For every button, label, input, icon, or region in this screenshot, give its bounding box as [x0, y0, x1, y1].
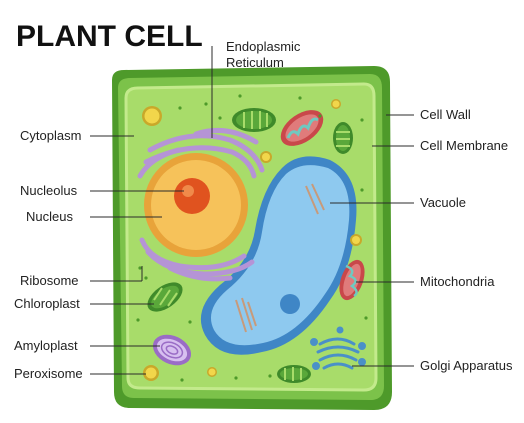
vesicle [142, 99, 362, 377]
label-cytoplasm: Cytoplasm [20, 128, 81, 143]
chloroplast [147, 282, 183, 312]
chloroplast [232, 108, 276, 132]
mitochondrion [339, 259, 365, 301]
mitochondrion [280, 110, 324, 146]
nucleolus-highlight [182, 185, 194, 197]
chloroplast [277, 365, 311, 383]
endoplasmic-reticulum [137, 127, 265, 282]
vacuole-crystals [235, 183, 325, 333]
golgi-apparatus [310, 326, 366, 370]
vacuole-dot [280, 294, 300, 314]
diagram-title: PLANT CELL [16, 20, 203, 53]
label-ribosome: Ribosome [20, 273, 79, 288]
chloroplast [333, 122, 353, 154]
label-peroxisome: Peroxisome [14, 366, 83, 381]
amyloplast [152, 334, 192, 366]
ribosomes [136, 94, 368, 382]
peroxisome [143, 365, 159, 381]
label-nucleus: Nucleus [26, 209, 73, 224]
label-er-line1: Endoplasmic [226, 39, 301, 54]
leader-lines [90, 46, 414, 375]
label-vacuole: Vacuole [420, 195, 466, 210]
label-chloroplast: Chloroplast [14, 296, 80, 311]
label-golgi-apparatus: Golgi Apparatus [420, 358, 513, 373]
label-er-line2: Reticulum [226, 55, 284, 70]
label-cell-membrane: Cell Membrane [420, 138, 508, 153]
label-mitochondria: Mitochondria [420, 274, 495, 289]
vacuole-inner [210, 165, 350, 346]
nucleolus [174, 178, 210, 214]
label-cell-wall: Cell Wall [420, 107, 471, 122]
label-amyloplast: Amyloplast [14, 338, 78, 353]
label-nucleolus: Nucleolus [20, 183, 78, 198]
